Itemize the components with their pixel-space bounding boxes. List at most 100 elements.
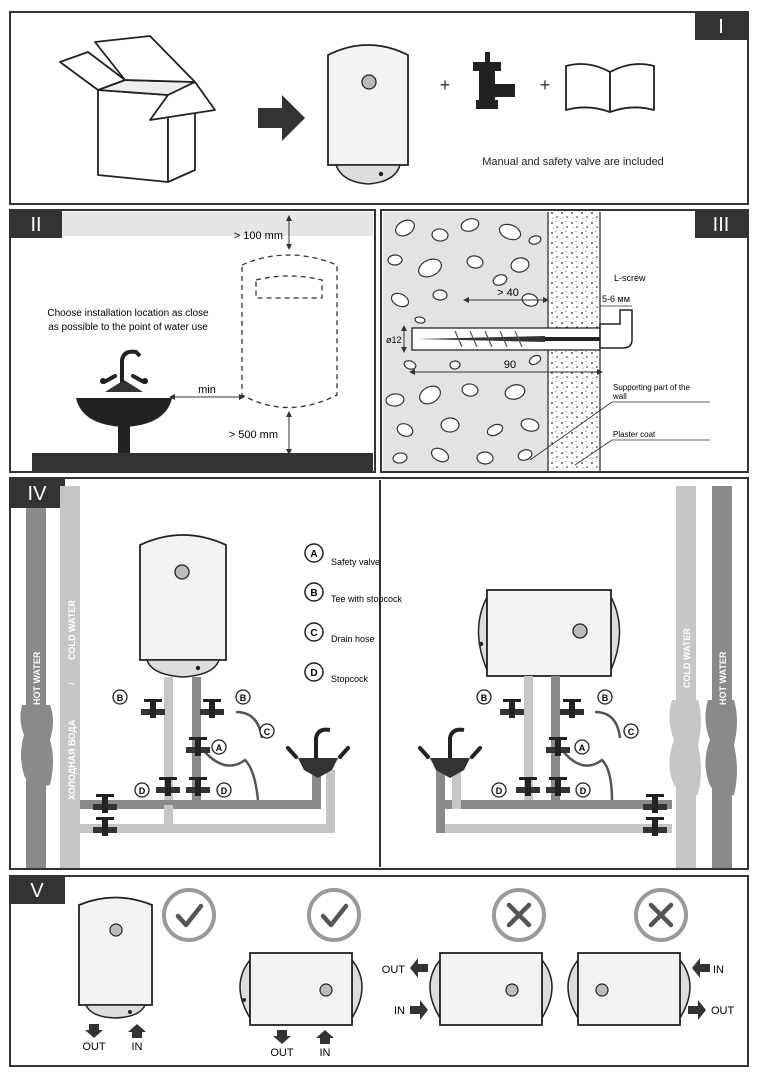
water-heater-vertical-icon xyxy=(327,44,409,185)
svg-text:C: C xyxy=(310,628,317,639)
wall-plug-and-screw xyxy=(411,309,633,351)
panel-4-number: IV xyxy=(28,483,48,505)
option-side-inlet-wrong-right: IN OUT xyxy=(567,890,735,1026)
depth-label: > 40 xyxy=(497,287,519,299)
floor xyxy=(32,453,373,471)
label-d-right-2: D xyxy=(575,782,591,798)
svg-text:B: B xyxy=(602,693,609,703)
out-label-4: OUT xyxy=(711,1005,735,1017)
option-vertical-correct: OUT IN xyxy=(78,890,214,1053)
water-heater-horizontal-right xyxy=(477,589,621,677)
label-b-right-2: B xyxy=(597,689,613,705)
panel-2-number: II xyxy=(30,214,41,236)
plus-sign-1: + xyxy=(440,75,451,95)
wall-stone xyxy=(498,223,522,241)
arrow-right-icon xyxy=(258,95,305,141)
svg-text:Drain hose: Drain hose xyxy=(331,634,375,644)
wall-stone xyxy=(385,393,405,407)
label-c-left: C xyxy=(259,723,275,739)
in-label-2: IN xyxy=(320,1047,331,1059)
panel-1-badge xyxy=(695,12,748,40)
legend-item-c: C Drain hose xyxy=(304,622,375,644)
label-b-left-2: B xyxy=(235,689,251,705)
svg-text:B: B xyxy=(481,693,488,703)
svg-text:D: D xyxy=(496,786,503,796)
in-arrow-icon xyxy=(410,1000,428,1020)
label-d-left-1: D xyxy=(134,782,150,798)
wall-stone xyxy=(528,354,542,366)
cold-water-ru-label-left: ХОЛОДНАЯ ВОДА xyxy=(67,719,77,800)
in-arrow-icon xyxy=(692,958,710,978)
wall-stone xyxy=(520,418,540,432)
label-b-left-1: B xyxy=(112,689,128,705)
out-arrow-icon xyxy=(688,1000,706,1020)
in-label-1: IN xyxy=(132,1041,143,1053)
length-label: 90 xyxy=(504,359,516,371)
wall-stone xyxy=(517,449,533,461)
wall-stone xyxy=(414,316,426,324)
wall-stone xyxy=(392,452,408,464)
svg-text:D: D xyxy=(139,786,146,796)
panel-3-badge xyxy=(695,210,748,238)
svg-text:C: C xyxy=(264,727,271,737)
wall-stone xyxy=(449,360,461,370)
cold-water-riser-left xyxy=(60,486,80,868)
heater-outline-dashed xyxy=(241,254,338,409)
included-caption: Manual and safety valve are included xyxy=(482,156,664,168)
option-side-inlet-wrong-left: OUT IN xyxy=(382,890,553,1026)
wall-stone xyxy=(390,292,410,308)
panel-2: II > 100 mm > 500 mm min Choose installa… xyxy=(9,209,376,473)
out-label-2: OUT xyxy=(270,1047,294,1059)
cross-icon xyxy=(636,890,686,940)
wall-stone xyxy=(387,254,403,266)
label-a-left: A xyxy=(211,739,227,755)
wall-stone xyxy=(432,289,448,301)
cross-icon xyxy=(494,890,544,940)
panel-5-badge xyxy=(10,876,65,904)
cold-water-label-right: COLD WATER xyxy=(682,628,692,688)
safety-valve-icon xyxy=(473,52,515,109)
out-label-3: OUT xyxy=(382,964,406,976)
top-clearance-label: > 100 mm xyxy=(234,230,283,242)
cold-water-label-left: COLD WATER xyxy=(67,600,77,660)
panel-2-frame xyxy=(9,209,376,473)
box-icon xyxy=(59,35,216,183)
wall-stone xyxy=(486,423,504,437)
manual-book-icon xyxy=(565,63,655,113)
svg-text:A: A xyxy=(579,743,586,753)
wall-stone xyxy=(403,360,417,370)
plus-sign-2: + xyxy=(540,75,551,95)
wall-stone xyxy=(430,447,450,463)
svg-text:D: D xyxy=(221,786,228,796)
wall-stone xyxy=(460,218,480,232)
wall-stone xyxy=(528,235,542,245)
mixer-tap-right xyxy=(418,727,482,778)
wall-stone xyxy=(440,417,460,433)
label-a-right: A xyxy=(574,739,590,755)
panel-1-number: I xyxy=(718,16,724,38)
wall-stone xyxy=(396,423,414,437)
support-label-line-1: Supporting part of the xyxy=(613,383,690,392)
wall-stone xyxy=(418,258,442,278)
wall-stone xyxy=(510,257,530,273)
label-b-right-1: B xyxy=(476,689,492,705)
panel-3: III > 40 90 ø12 5-6 мм L-screw Supportin… xyxy=(380,209,749,473)
diameter-label: ø12 xyxy=(386,335,402,345)
label-d-right-1: D xyxy=(491,782,507,798)
panel-1: I + + Manual and safet xyxy=(9,11,749,205)
out-arrow-icon xyxy=(410,958,428,978)
wall-stone xyxy=(504,384,526,400)
svg-text:Tee with stopcock: Tee with stopcock xyxy=(331,594,403,604)
wall-stone xyxy=(431,228,449,242)
in-arrow-icon xyxy=(128,1024,146,1038)
wall-stone xyxy=(492,274,508,286)
wall-stones xyxy=(385,218,542,465)
label-c-right: C xyxy=(623,723,639,739)
panel-5-number: V xyxy=(30,880,44,902)
out-label-1: OUT xyxy=(82,1041,106,1053)
svg-text:C: C xyxy=(628,727,635,737)
in-label-4: IN xyxy=(713,964,724,976)
